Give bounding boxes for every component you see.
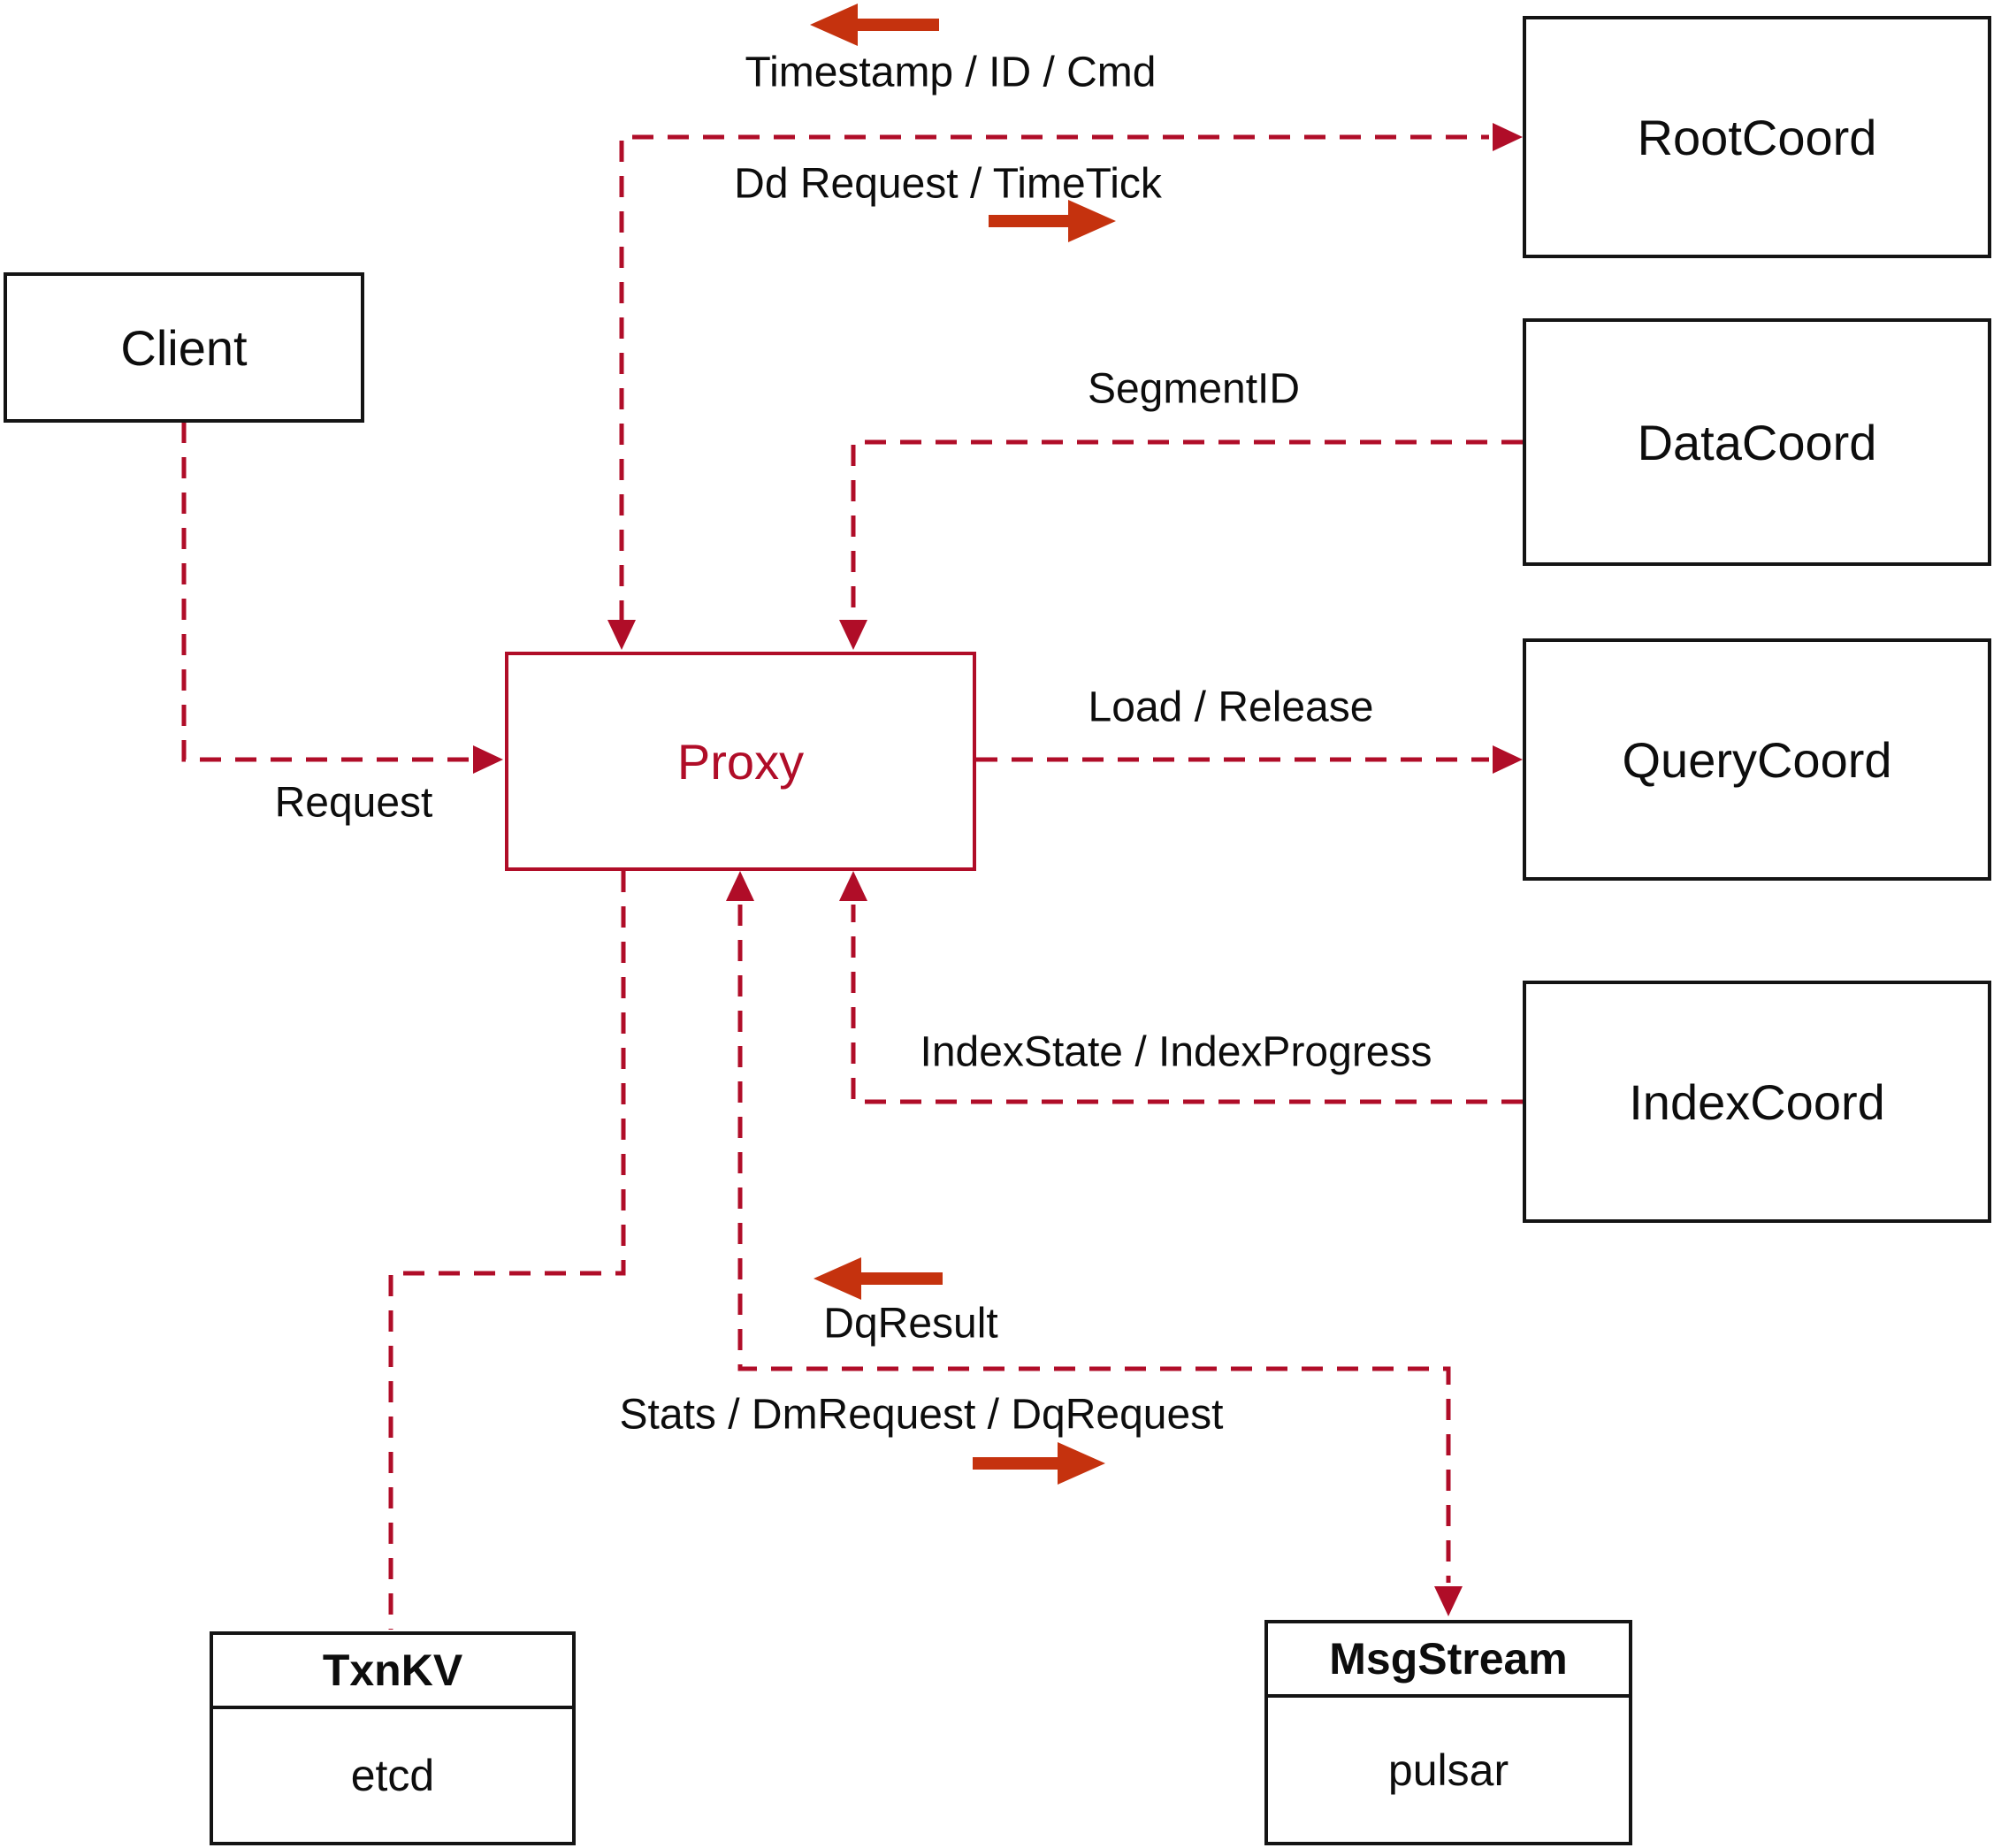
node-querycoord: QueryCoord bbox=[1523, 638, 1991, 881]
node-indexcoord-label: IndexCoord bbox=[1629, 1073, 1885, 1130]
table-msgstream-header: MsgStream bbox=[1268, 1623, 1629, 1698]
node-querycoord-label: QueryCoord bbox=[1622, 731, 1892, 788]
node-proxy: Proxy bbox=[505, 652, 976, 871]
node-proxy-label: Proxy bbox=[676, 733, 805, 790]
arrowhead-into-proxy-bottom-right bbox=[839, 871, 867, 901]
arrowhead-into-proxy-top-right bbox=[839, 620, 867, 650]
table-msgstream-title: MsgStream bbox=[1329, 1634, 1568, 1684]
arrowhead-into-rootcoord bbox=[1493, 123, 1523, 151]
label-dd-request-timetick: Dd Request / TimeTick bbox=[734, 160, 1162, 208]
table-txnkv-impl: etcd bbox=[350, 1751, 435, 1800]
node-client: Client bbox=[4, 272, 364, 423]
label-request: Request bbox=[274, 779, 433, 827]
label-segmentid: SegmentID bbox=[1087, 365, 1301, 413]
node-datacoord-label: DataCoord bbox=[1637, 414, 1877, 470]
edge-stats-line bbox=[737, 905, 1451, 1583]
edge-indexstate-line bbox=[851, 905, 1523, 1104]
arrowhead-into-proxy-left bbox=[473, 745, 503, 774]
direction-arrow-left-dqresult bbox=[814, 1257, 943, 1300]
table-msgstream-body: pulsar bbox=[1268, 1698, 1629, 1842]
edge-timestamp-cmd-line bbox=[619, 134, 1489, 622]
edge-segmentid-line bbox=[851, 439, 1523, 616]
table-msgstream-impl: pulsar bbox=[1387, 1745, 1509, 1795]
arrowhead-into-msgstream bbox=[1434, 1586, 1463, 1616]
table-msgstream: MsgStream pulsar bbox=[1264, 1620, 1632, 1845]
node-datacoord: DataCoord bbox=[1523, 318, 1991, 566]
label-timestamp-id-cmd: Timestamp / ID / Cmd bbox=[745, 49, 1157, 96]
table-txnkv: TxnKV etcd bbox=[210, 1631, 576, 1845]
table-txnkv-title: TxnKV bbox=[322, 1646, 463, 1695]
arrowhead-into-proxy-top-left bbox=[607, 620, 636, 650]
node-rootcoord-label: RootCoord bbox=[1637, 109, 1877, 165]
label-load-release: Load / Release bbox=[1088, 683, 1374, 731]
table-txnkv-header: TxnKV bbox=[213, 1635, 572, 1709]
node-rootcoord: RootCoord bbox=[1523, 16, 1991, 258]
arrowhead-into-proxy-bottom-center bbox=[726, 871, 754, 901]
label-indexstate-indexprogress: IndexState / IndexProgress bbox=[920, 1028, 1432, 1076]
table-txnkv-body: etcd bbox=[213, 1709, 572, 1842]
edge-txnkv-line bbox=[388, 871, 626, 1630]
label-stats-dmrequest-dqrequest: Stats / DmRequest / DqRequest bbox=[619, 1391, 1224, 1439]
direction-arrow-left-timestamp bbox=[810, 4, 939, 46]
arrowhead-into-querycoord bbox=[1493, 745, 1523, 774]
direction-arrow-right-dqrequest bbox=[973, 1442, 1105, 1485]
node-indexcoord: IndexCoord bbox=[1523, 981, 1991, 1223]
edge-request-line bbox=[181, 422, 471, 762]
direction-arrow-right-ddrequest bbox=[989, 200, 1116, 242]
label-dqresult: DqResult bbox=[823, 1300, 998, 1348]
node-client-label: Client bbox=[120, 319, 248, 376]
